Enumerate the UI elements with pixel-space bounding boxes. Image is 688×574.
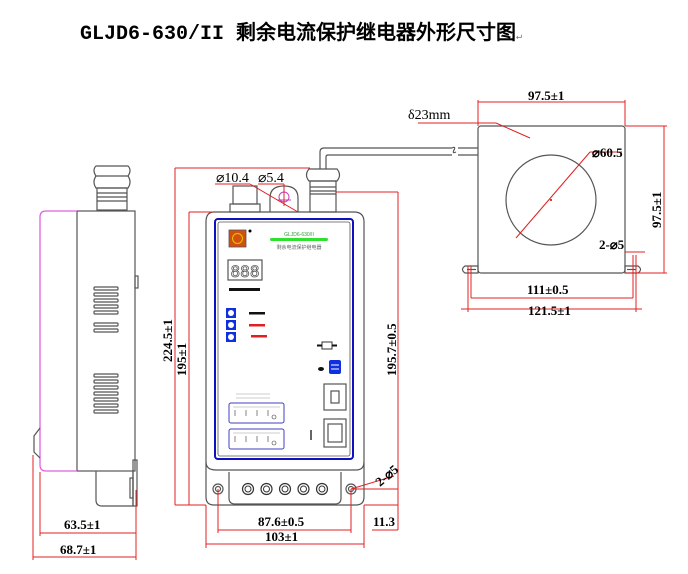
terminal-screw — [260, 482, 273, 496]
panel-model-text: GLJD6-630/II — [284, 232, 314, 238]
terminal-block — [205, 462, 365, 506]
hole-diameter-label: ⌀5.4 — [258, 171, 284, 186]
panel-logo: GLJD6-630/II 剩余电流保护继电器 — [270, 232, 328, 251]
side-view: 63.5±1 68.7±1 — [32, 165, 139, 560]
side-clip — [33, 427, 41, 459]
thickness-label: δ23mm — [408, 108, 450, 123]
mount-center-label: 87.6±0.5 — [258, 514, 305, 529]
transformer-view: δ23mm 97.5±1 97.5±1 ⌀60.5 2-⌀5 111±0.5 1… — [408, 88, 667, 318]
front-connector-left — [229, 185, 261, 213]
side-terminal-block — [95, 471, 134, 507]
terminal-screw — [315, 482, 329, 496]
transformer-base — [461, 265, 642, 274]
drawing-title-text: GLJD6-630/II 剩余电流保护继电器外形尺寸图 — [80, 23, 517, 46]
transformer-window — [505, 154, 597, 246]
side-depth-label: 63.5±1 — [64, 517, 100, 532]
side-front-edge — [39, 210, 77, 472]
front-mount-holes-label: 2-⌀5 — [372, 461, 401, 489]
panel-right-controls — [310, 341, 347, 448]
front-dimensions — [174, 167, 399, 548]
window-diameter-label: ⌀60.5 — [592, 145, 623, 160]
side-total-depth-label: 68.7±1 — [60, 542, 96, 557]
front-connector-right — [305, 146, 478, 213]
side-dimensions — [32, 455, 137, 560]
setting-blocks — [228, 393, 285, 450]
front-view: GLJD6-630/II 剩余电流保护继电器 888 — [160, 146, 478, 548]
transformer-body — [477, 125, 626, 274]
bottom-offset-label: 11.3 — [373, 514, 396, 529]
transformer-mount-center-label: 111±0.5 — [527, 282, 569, 297]
transformer-mount-holes-label: 2-⌀5 — [599, 237, 625, 252]
transformer-base-width-label: 121.5±1 — [528, 303, 571, 318]
front-body — [205, 211, 365, 471]
terminal-screw — [278, 482, 292, 496]
body-width-label: 103±1 — [265, 529, 298, 544]
front-panel — [214, 218, 354, 460]
transformer-dimensions — [418, 100, 667, 312]
terminal-screw — [297, 482, 310, 496]
transformer-width-label: 97.5±1 — [528, 88, 564, 103]
indicator-leds — [226, 308, 267, 342]
connector-diameter-label: ⌀10.4 — [216, 171, 249, 186]
drawing-title: GLJD6-630/II 剩余电流保护继电器外形尺寸图↵ — [80, 16, 522, 46]
body-height-label: 195±1 — [174, 343, 189, 376]
reset-button — [228, 229, 252, 248]
side-body — [76, 210, 136, 472]
seven-segment-display: 888 — [227, 259, 263, 291]
paragraph-mark: ↵ — [516, 32, 523, 43]
display-digits: 888 — [231, 262, 260, 281]
mount-height-label: 195.7±0.5 — [384, 323, 399, 376]
total-height-label: 224.5±1 — [160, 319, 175, 362]
transformer-height-label: 97.5±1 — [649, 192, 664, 228]
side-vents — [93, 286, 119, 414]
side-connector — [93, 165, 131, 211]
terminal-screw — [241, 482, 255, 496]
panel-name-text: 剩余电流保护继电器 — [276, 244, 321, 251]
